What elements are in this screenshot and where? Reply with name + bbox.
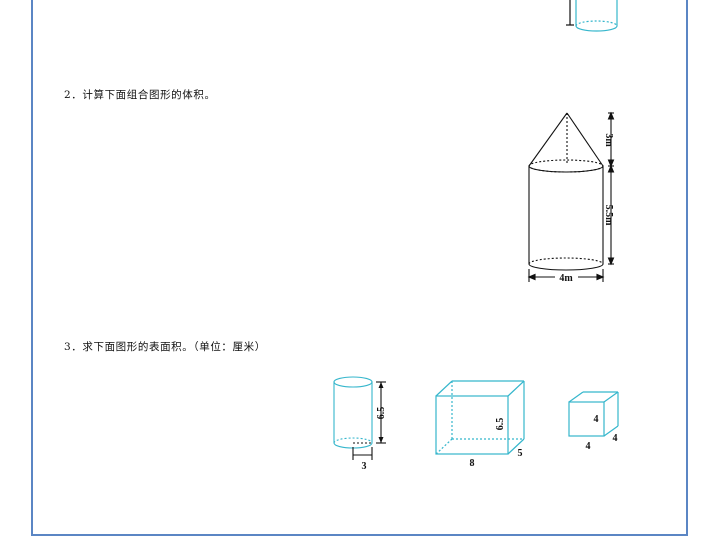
diameter-label: 4m [559, 273, 573, 284]
partial-cylinder-figure [566, 0, 618, 32]
question-3-text: 3．求下面图形的表面积。（单位：厘米） [64, 341, 266, 353]
cylinder-bottom-front [528, 263, 604, 271]
cylinder-top-front [528, 165, 604, 173]
cylinder-height-label: 5.5m [603, 205, 614, 227]
cone-left-edge [528, 112, 568, 167]
cone-right-edge [566, 112, 604, 167]
question-2-text: 2．计算下面组合图形的体积。 [64, 89, 216, 101]
q3-cube-width-label: 4 [613, 433, 618, 444]
cone-cylinder-figure [527, 111, 615, 282]
q3-cube-length-label: 4 [586, 441, 591, 452]
cone-height-label: 3m [603, 133, 614, 147]
q3-cuboid-width-label: 5 [518, 448, 523, 459]
q3-cube-figure [568, 391, 619, 437]
q3-cuboid-figure [435, 380, 525, 455]
q3-cuboid-length-label: 8 [470, 458, 475, 469]
q3-cylinder-height-label: 6.5 [376, 407, 387, 420]
q3-cylinder-radius-label: 3 [362, 461, 367, 472]
q3-cube-height-label: 4 [594, 414, 599, 425]
q3-cuboid-height-label: 6.5 [495, 418, 506, 431]
cylinder-bottom-back [528, 257, 604, 265]
q3-cylinder-figure [333, 376, 386, 460]
